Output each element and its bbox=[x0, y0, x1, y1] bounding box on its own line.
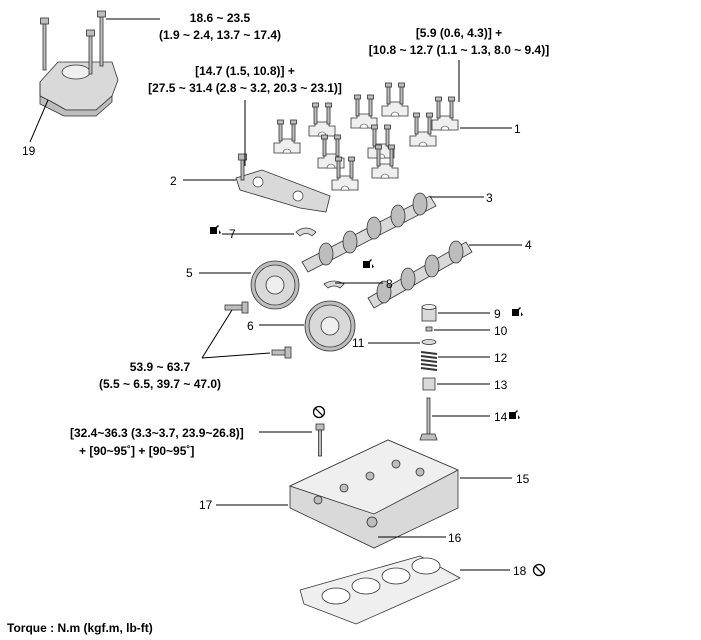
exhaust-camshaft bbox=[301, 192, 437, 273]
intake-cvvt-assembly bbox=[304, 300, 356, 352]
mla-tappet bbox=[421, 304, 437, 322]
thrust-washer-upper bbox=[295, 227, 317, 237]
callout-4: 4 bbox=[525, 238, 532, 252]
front-cap-torque-line2: [27.5 ~ 31.4 (2.8 ~ 3.2, 20.3 ~ 23.1)] bbox=[148, 81, 342, 95]
cylinder-head-gasket bbox=[299, 555, 461, 625]
callout-9: 9 bbox=[494, 307, 501, 321]
callout-10: 10 bbox=[494, 324, 508, 338]
cvvt-bolt-torque-line1: 53.9 ~ 63.7 bbox=[130, 360, 191, 374]
cap-bolt-torque-line2: [10.8 ~ 12.7 (1.1 ~ 1.3, 8.0 ~ 9.4)] bbox=[369, 43, 549, 57]
valve bbox=[419, 397, 438, 441]
callout-numbers: 1 2 3 4 5 6 7 8 9 10 11 12 13 14 15 16 1… bbox=[22, 122, 532, 578]
retainer-lock bbox=[425, 326, 433, 332]
callout-5: 5 bbox=[186, 266, 193, 280]
front-cap-torque-line1: [14.7 (1.5, 10.8)] + bbox=[195, 64, 295, 78]
callout-3: 3 bbox=[486, 191, 493, 205]
thrust-washer-lower bbox=[323, 280, 345, 289]
torque-unit-note: Torque : N.m (kgf.m, lb-ft) bbox=[7, 621, 153, 635]
callout-7: 7 bbox=[229, 227, 236, 241]
intake-camshaft bbox=[367, 240, 473, 309]
callout-8: 8 bbox=[386, 277, 393, 291]
valve-spring-retainer bbox=[421, 339, 437, 345]
callout-12: 12 bbox=[494, 351, 508, 365]
cvvt-bolt-lower bbox=[271, 346, 292, 359]
oil-can-icon bbox=[512, 307, 523, 316]
callout-1: 1 bbox=[514, 122, 521, 136]
callout-6: 6 bbox=[247, 319, 254, 333]
leader-lines bbox=[29, 18, 522, 571]
cvvt-bolt-upper bbox=[224, 301, 249, 314]
callout-16: 16 bbox=[448, 531, 462, 545]
valve-spring bbox=[420, 351, 438, 371]
valve-stem-seal bbox=[422, 377, 436, 391]
cylinder-head bbox=[288, 439, 459, 549]
cap-bolt-torque-line1: [5.9 (0.6, 4.3)] + bbox=[416, 26, 502, 40]
no-reuse-icon bbox=[312, 405, 326, 419]
callout-18: 18 bbox=[513, 564, 527, 578]
cylinder-head-bolt bbox=[315, 423, 325, 457]
callout-15: 15 bbox=[516, 472, 530, 486]
cvvt-bolt-torque-line2: (5.5 ~ 6.5, 39.7 ~ 47.0) bbox=[99, 377, 221, 391]
camshaft-bearing-caps bbox=[273, 82, 459, 191]
torque-specs: 18.6 ~ 23.5 (1.9 ~ 2.4, 13.7 ~ 17.4) [5.… bbox=[70, 11, 549, 458]
callout-17: 17 bbox=[199, 498, 213, 512]
bracket-bolt-torque-line1: 18.6 ~ 23.5 bbox=[190, 11, 251, 25]
exhaust-cvvt-assembly bbox=[250, 260, 300, 310]
callout-11: 11 bbox=[352, 336, 365, 350]
callout-19: 19 bbox=[22, 144, 36, 158]
engine-bracket bbox=[39, 10, 119, 117]
callout-13: 13 bbox=[494, 378, 508, 392]
callout-14: 14 bbox=[494, 410, 508, 424]
head-bolt-torque-line1: [32.4~36.3 (3.3~3.7, 23.9~26.8)] bbox=[70, 426, 244, 440]
oil-can-icon bbox=[210, 225, 221, 234]
oil-can-icon bbox=[509, 410, 520, 419]
head-bolt-torque-line2: + [90~95˚] + [90~95˚] bbox=[79, 444, 194, 458]
oil-can-icon bbox=[363, 259, 374, 268]
camshaft-front-cap bbox=[235, 153, 331, 213]
bracket-bolt-torque-line2: (1.9 ~ 2.4, 13.7 ~ 17.4) bbox=[159, 28, 281, 42]
no-reuse-icon bbox=[532, 563, 546, 577]
callout-2: 2 bbox=[170, 174, 177, 188]
